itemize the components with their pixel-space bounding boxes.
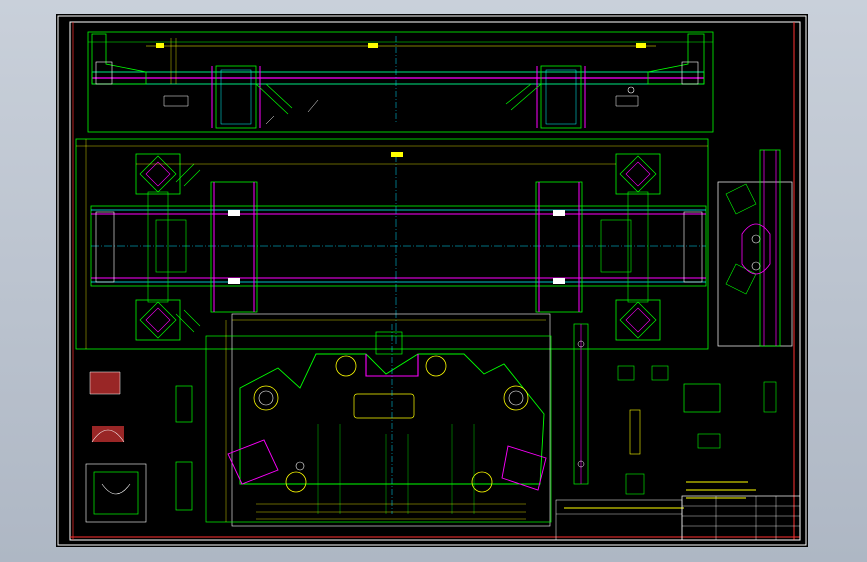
sheet-border-outer bbox=[57, 15, 807, 546]
technical-notes bbox=[564, 481, 756, 509]
plan-view bbox=[75, 138, 793, 350]
top-view bbox=[87, 31, 714, 133]
drawing-sheet[interactable] bbox=[56, 14, 808, 547]
sheet-border-inner bbox=[69, 21, 801, 541]
title-block bbox=[555, 495, 801, 541]
right-details bbox=[573, 323, 777, 495]
left-details bbox=[85, 371, 193, 523]
cad-viewport[interactable] bbox=[56, 14, 808, 547]
main-detail bbox=[205, 313, 552, 527]
